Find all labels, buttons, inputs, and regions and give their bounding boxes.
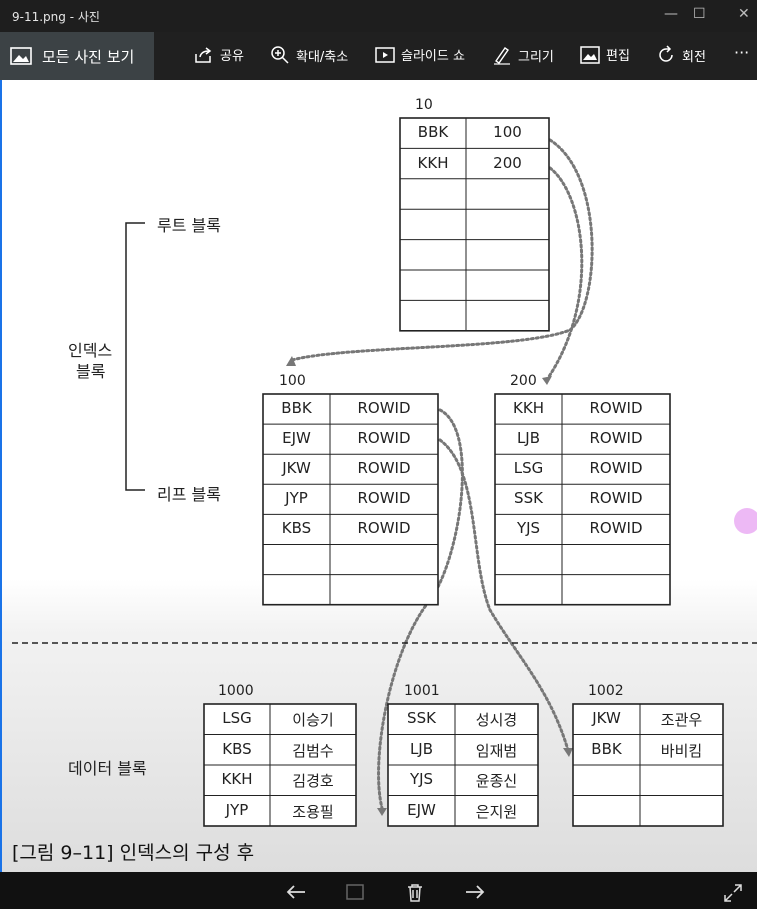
- leaf-block-200-cell: KKH: [513, 399, 544, 418]
- leaf-block-100-cell: ROWID: [357, 489, 411, 508]
- slideshow-label: 슬라이드 쇼: [401, 49, 465, 64]
- data-block-1000-cell: LSG: [222, 709, 252, 728]
- edit-label: 편집: [606, 49, 630, 64]
- leaf-block-100-cell: BBK: [281, 399, 312, 418]
- leaf-block-100-cell: JYP: [285, 489, 308, 508]
- leaf-block-100-cell: EJW: [282, 429, 311, 448]
- window-title: 9-11.png - 사진: [12, 10, 100, 24]
- root-block-label: 루트 블록: [157, 216, 221, 235]
- root-block-cell: 200: [493, 153, 522, 172]
- index-block-label-line1: 인덱스: [68, 341, 113, 360]
- leaf-block-100-cell: JKW: [282, 459, 311, 478]
- all-photos-button[interactable]: 모든 사진 보기: [0, 32, 154, 80]
- data-block-label: 데이터 블록: [68, 759, 147, 778]
- root-block-cell: BBK: [417, 123, 449, 142]
- leaf-block-100-cell: ROWID: [357, 429, 411, 448]
- data-block-1002-cell: BBK: [591, 739, 622, 758]
- data-block-1001-cell: 윤종신: [475, 772, 518, 791]
- root-block-cell: 100: [493, 123, 522, 142]
- data-block-1001-cell: SSK: [407, 709, 436, 728]
- data-block-1001-cell: YJS: [409, 770, 434, 789]
- edit-image-icon: [580, 45, 600, 64]
- data-block-1000-cell: JYP: [225, 800, 249, 819]
- share-button[interactable]: 공유: [194, 45, 244, 64]
- draw-label: 그리기: [518, 49, 554, 65]
- data-block-1001-cell: LJB: [409, 739, 434, 758]
- leaf-block-label: 리프 블록: [157, 485, 221, 504]
- leaf-block-200-cell: ROWID: [589, 429, 643, 448]
- leaf-block-200-cell: LJB: [516, 429, 541, 448]
- leaf-block-id-200: 200: [510, 373, 537, 389]
- slideshow-button[interactable]: 슬라이드 쇼: [375, 45, 465, 64]
- data-block-1002-cell: 바비킴: [660, 741, 703, 760]
- next-arrow-icon[interactable]: [464, 883, 486, 901]
- leaf-block-200-cell: ROWID: [589, 489, 643, 508]
- zoom-label: 확대/축소: [296, 49, 349, 65]
- data-block-1001-cell: EJW: [407, 800, 436, 819]
- data-block-id-1002: 1002: [588, 683, 624, 699]
- leaf-block-200-cell: ROWID: [589, 399, 643, 418]
- root-block-id: 10: [415, 97, 433, 113]
- figure-caption: [그림 9–11] 인덱스의 구성 후: [12, 842, 255, 864]
- index-block-label-line2: 블록: [76, 362, 106, 381]
- more-icon: ···: [734, 43, 750, 62]
- leaf-block-200-cell: ROWID: [589, 459, 643, 478]
- data-block-id-1000: 1000: [218, 683, 254, 699]
- data-block-id-1001: 1001: [404, 683, 440, 699]
- draw-button[interactable]: 그리기: [492, 45, 554, 65]
- leaf-block-id-100: 100: [279, 373, 306, 389]
- data-block-1001-cell: 성시경: [475, 711, 518, 730]
- leaf-block-200-cell: ROWID: [589, 519, 643, 538]
- left-edge: [0, 80, 2, 872]
- previous-arrow-icon[interactable]: [285, 883, 307, 901]
- data-block-1001-cell: 임재범: [475, 741, 518, 760]
- rotate-label: 회전: [682, 49, 706, 65]
- toolbar: 모든 사진 보기 공유 확대/축소 슬라이드 쇼 그리기 편집 회전 ···: [0, 32, 757, 80]
- zoom-icon: [271, 46, 289, 64]
- data-block-1000-cell: 이승기: [292, 711, 334, 730]
- leaf-block-100-cell: KBS: [281, 519, 312, 538]
- slideshow-icon: [375, 46, 395, 63]
- data-block-1000-cell: 조용필: [292, 802, 334, 821]
- data-block-1000-cell: KBS: [222, 739, 252, 758]
- maximize-button[interactable]: ☐: [693, 6, 706, 22]
- data-block-1002-cell: JKW: [592, 709, 621, 728]
- fullscreen-icon[interactable]: [723, 883, 743, 903]
- data-block-1000-cell: 김범수: [292, 741, 334, 760]
- root-block-cell: KKH: [417, 153, 449, 172]
- close-button[interactable]: ✕: [738, 6, 750, 22]
- title-bar: 9-11.png - 사진 — ☐ ✕: [0, 0, 757, 32]
- share-icon: [195, 46, 212, 63]
- more-button[interactable]: ···: [734, 43, 749, 62]
- leaf-block-100-cell: ROWID: [357, 519, 411, 538]
- leaf-block-200-cell: YJS: [516, 519, 541, 538]
- leaf-block-200-cell: SSK: [514, 489, 543, 508]
- minimize-button[interactable]: —: [664, 6, 678, 22]
- data-block-1001-cell: 은지원: [475, 802, 518, 821]
- edit-button[interactable]: 편집: [580, 45, 630, 64]
- cursor-highlight: [734, 508, 757, 534]
- leaf-block-200-cell: LSG: [513, 459, 544, 478]
- pen-icon: [494, 47, 510, 65]
- data-block-1000-cell: 김경호: [292, 772, 334, 791]
- data-block-1000-cell: KKH: [221, 770, 253, 789]
- delete-icon[interactable]: [405, 883, 425, 903]
- rotate-icon: [659, 45, 673, 62]
- photo-gallery-icon: [10, 47, 32, 65]
- leaf-block-100-cell: ROWID: [357, 459, 411, 478]
- leaf-block-100-cell: ROWID: [357, 399, 411, 418]
- info-icon[interactable]: [345, 883, 365, 901]
- zoom-button[interactable]: 확대/축소: [270, 45, 348, 65]
- share-label: 공유: [220, 49, 244, 64]
- all-photos-label: 모든 사진 보기: [42, 47, 135, 66]
- data-block-1002-cell: 조관우: [660, 711, 703, 730]
- bottom-bar: [0, 872, 757, 909]
- rotate-button[interactable]: 회전: [656, 45, 706, 65]
